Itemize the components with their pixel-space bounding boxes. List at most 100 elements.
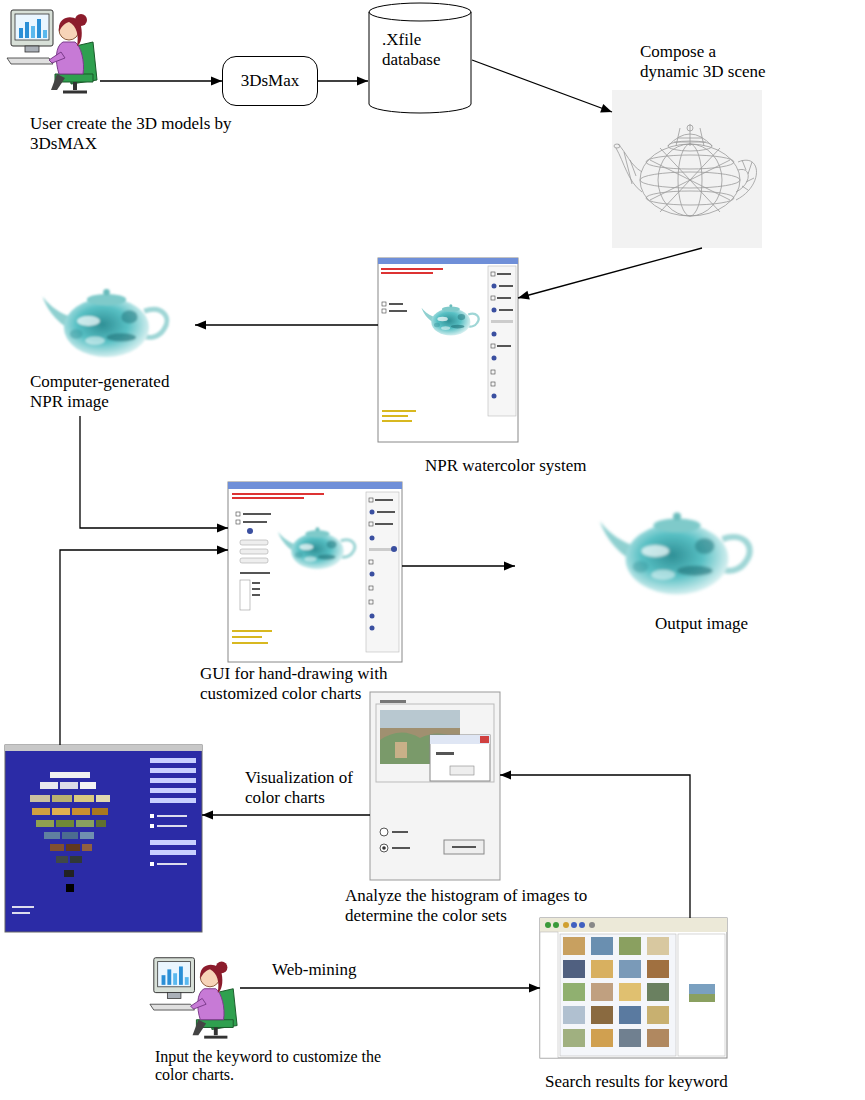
color-chart-screenshot-part <box>157 815 187 817</box>
histogram-dialog-screenshot-part <box>392 847 410 849</box>
wireframe-teapot-part-part <box>616 144 642 192</box>
gui-screenshot-part <box>370 572 375 577</box>
npr-system-screenshot-part <box>382 410 416 412</box>
wireframe-teapot-part-part <box>742 160 754 190</box>
caption: Output image <box>655 614 748 634</box>
gui-screenshot-part <box>240 572 270 574</box>
search-results-screenshot-part <box>647 937 669 955</box>
illustration-node: Search results for keyword <box>540 918 727 1058</box>
flow-arrow <box>202 811 370 820</box>
wireframe-teapot-part-part <box>614 144 620 148</box>
gui-screenshot-part <box>370 510 375 515</box>
search-results-screenshot-part <box>619 1029 641 1047</box>
wireframe-teapot <box>612 90 762 248</box>
color-chart-screenshot-part <box>150 798 196 803</box>
process-box: 3DsMax <box>222 56 318 106</box>
npr-system-screenshot-part <box>492 394 497 399</box>
gui-screenshot-part <box>370 626 375 631</box>
connector-line <box>195 324 378 325</box>
color-chart-screenshot-part <box>30 795 50 802</box>
npr-system-screenshot-part <box>378 258 518 264</box>
npr-teapot-image-part <box>43 289 167 357</box>
box-label: .Xfile database <box>382 30 458 69</box>
gui-screenshot-part <box>236 512 240 516</box>
wireframe-teapot-part-part <box>674 124 706 146</box>
arrow-head <box>518 291 530 300</box>
wireframe-teapot-part-part <box>640 144 740 216</box>
wireframe-teapot-part-part <box>646 191 734 205</box>
flow-arrow <box>240 984 540 993</box>
cylinder-rim <box>369 12 471 21</box>
color-chart-screenshot-part <box>44 832 60 839</box>
output-teapot-image <box>600 512 750 594</box>
color-chart-screenshot-part <box>150 814 154 818</box>
node-text: Search results for keyword <box>545 1072 728 1092</box>
color-chart-screenshot-part <box>70 856 82 863</box>
color-chart-screenshot-part <box>150 758 196 763</box>
gui-screenshot-part <box>247 528 253 534</box>
search-results-screenshot-part <box>589 922 595 928</box>
npr-system-screenshot-part <box>382 309 386 313</box>
histogram-dialog-screenshot-part <box>430 735 490 744</box>
histogram-dialog-screenshot-part <box>380 700 406 703</box>
color-chart-screenshot-part <box>66 884 74 892</box>
search-results-screenshot-part <box>689 994 715 1002</box>
histogram-dialog-screenshot-part <box>452 846 476 848</box>
histogram-dialog-screenshot-part <box>395 742 407 758</box>
npr-teapot-image <box>43 289 167 357</box>
flow-arrow <box>402 562 515 571</box>
wireframe-teapot-part-part <box>687 125 693 131</box>
npr-system-screenshot-part <box>497 273 511 275</box>
gui-screenshot-part <box>366 492 399 652</box>
histogram-dialog-screenshot-part <box>380 844 388 852</box>
connector-line <box>60 550 228 745</box>
caption: User create the 3D models by 3DsMAX <box>30 114 240 153</box>
caption: Input the keyword to customize the color… <box>155 1048 395 1085</box>
search-results-screenshot-part <box>563 960 585 978</box>
gui-screenshot-part <box>377 511 395 513</box>
search-results-screenshot <box>540 918 727 1058</box>
gui-screenshot-part <box>243 513 271 515</box>
color-chart-screenshot-part <box>52 795 72 802</box>
color-chart-screenshot-part <box>62 832 78 839</box>
gui-screenshot-part <box>232 497 304 499</box>
node-text: NPR watercolor system <box>425 456 586 476</box>
gui-screenshot-part <box>240 540 268 545</box>
npr-system-screenshot-part <box>491 370 495 374</box>
color-chart-screenshot-part <box>36 820 54 827</box>
npr-system-screenshot-part <box>389 303 403 305</box>
illustration-node: NPR watercolor system <box>378 258 518 442</box>
npr-system-screenshot-part <box>422 304 479 335</box>
color-chart-screenshot-part <box>150 778 196 783</box>
npr-system-screenshot-part <box>381 268 443 270</box>
flow-arrow <box>318 77 368 86</box>
node-text: Input the keyword to customize the color… <box>155 1048 395 1085</box>
color-chart-screenshot-part <box>80 782 96 789</box>
color-chart-screenshot-part <box>56 820 74 827</box>
color-chart-screenshot-part <box>50 844 64 851</box>
flow-arrow <box>195 321 378 330</box>
color-chart-screenshot-part <box>157 825 187 827</box>
npr-system-screenshot-part <box>492 356 497 361</box>
color-chart-screenshot-part <box>96 820 106 827</box>
npr-system-screenshot-part <box>382 415 408 417</box>
caption: NPR watercolor system <box>425 456 586 476</box>
color-chart-screenshot-part <box>76 820 94 827</box>
npr-system-screenshot-part <box>497 297 511 299</box>
flow-arrow <box>518 248 702 299</box>
node-text: Visualization of color charts <box>245 768 365 807</box>
color-chart-screenshot-part <box>52 808 70 815</box>
color-chart-screenshot <box>5 745 202 932</box>
color-chart-screenshot-part <box>12 912 30 914</box>
search-results-screenshot-part <box>591 960 613 978</box>
flow-arrow <box>472 60 612 112</box>
gui-screenshot-part <box>228 482 402 489</box>
arrow-head <box>500 771 511 780</box>
node-text: Analyze the histogram of images to deter… <box>345 886 590 925</box>
npr-system-screenshot-part <box>491 344 495 348</box>
color-chart-screenshot-part <box>82 844 92 851</box>
edge-label: Web-mining <box>270 960 359 980</box>
user-icon <box>150 958 237 1037</box>
gui-screenshot-part <box>232 636 262 638</box>
